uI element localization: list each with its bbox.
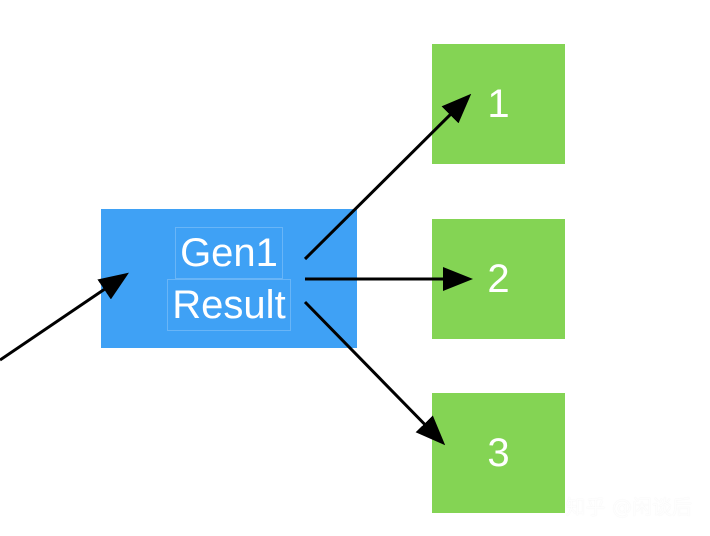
arrow-to-3 [303,300,446,446]
output-label-3: 3 [487,430,510,475]
watermark: 知乎 @闲谈后 [565,495,692,519]
input-arrow [0,272,129,362]
output-label-1: 1 [487,81,510,126]
gen1-label: Gen1 [175,226,283,279]
output-label-2: 2 [487,256,510,301]
arrow-to-1 [303,93,472,261]
output-box-3: 3 [432,393,565,513]
result-label: Result [167,278,291,331]
